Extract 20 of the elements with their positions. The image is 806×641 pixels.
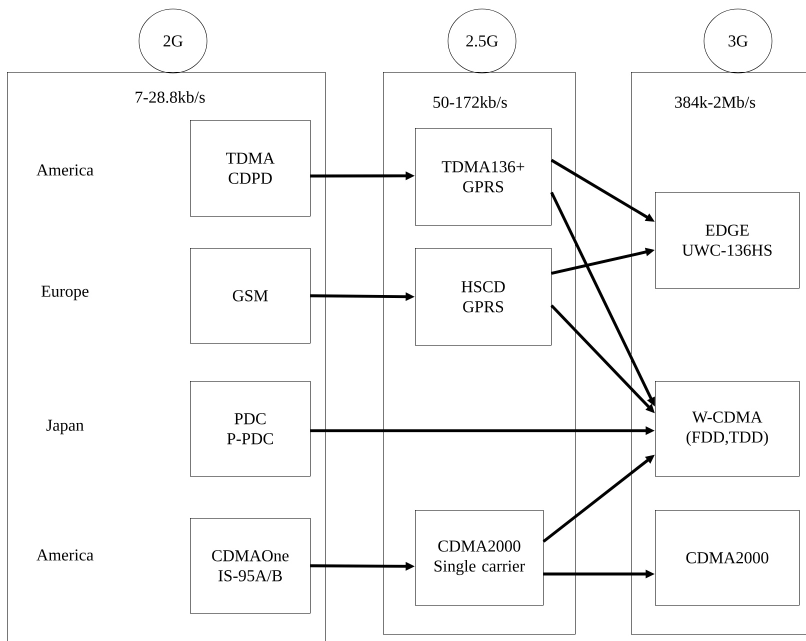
circle-label: 2.5G bbox=[448, 8, 516, 74]
technology-box: TDMA CDPD bbox=[190, 120, 311, 217]
technology-box: EDGE UWC-136HS bbox=[655, 192, 800, 289]
technology-box: GSM bbox=[190, 248, 311, 344]
speed-heading: 50-172kb/s bbox=[433, 96, 507, 108]
region-label: Europe bbox=[41, 286, 88, 300]
technology-box: PDC P-PDC bbox=[190, 381, 311, 477]
speed-heading: 384k-2Mb/s bbox=[675, 96, 756, 108]
technology-box: W-CDMA (FDD,TDD) bbox=[655, 381, 800, 477]
technology-box: TDMA136+ GPRS bbox=[415, 128, 552, 226]
technology-box: CDMA2000 Single carrier bbox=[415, 510, 544, 606]
region-label: America bbox=[36, 549, 94, 561]
circle-label: 2G bbox=[138, 8, 208, 74]
technology-box: HSCD GPRS bbox=[415, 248, 552, 346]
region-label: America bbox=[36, 164, 94, 176]
circle-label: 3G bbox=[704, 8, 772, 74]
region-label: Japan bbox=[46, 420, 84, 434]
technology-box: CDMA2000 bbox=[655, 510, 800, 606]
technology-box: CDMAOne IS-95A/B bbox=[190, 518, 311, 614]
speed-heading: 7-28.8kb/s bbox=[136, 91, 205, 103]
